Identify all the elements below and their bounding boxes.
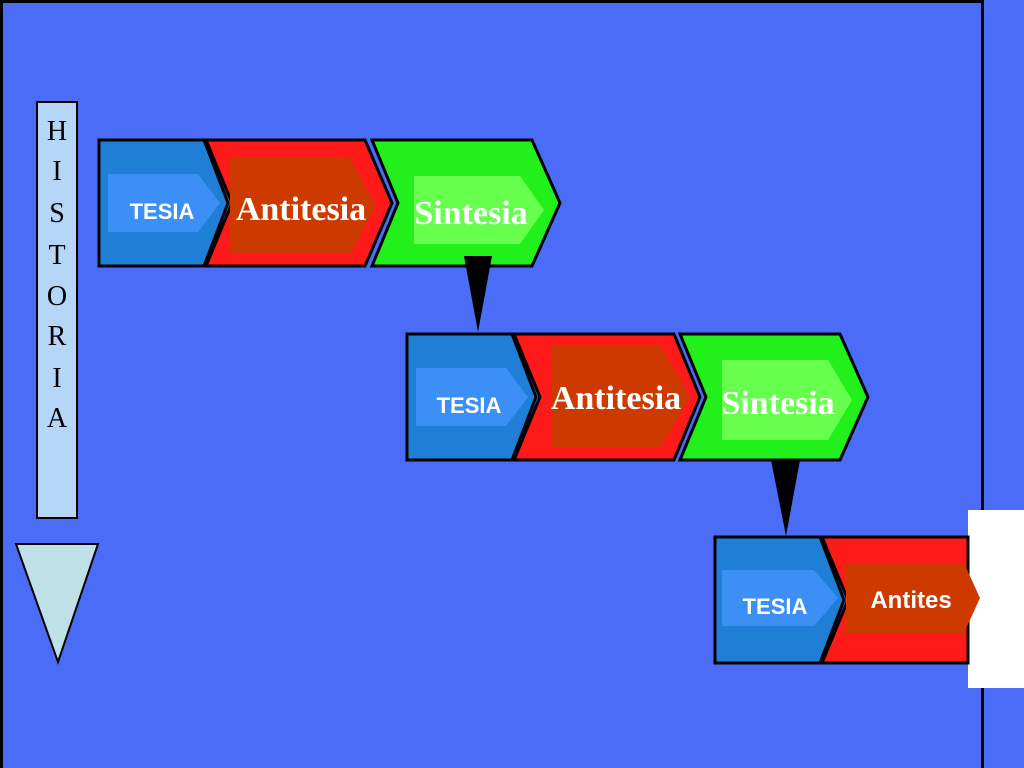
dialectic-row-3: TESIA Antites (713, 535, 980, 665)
antitesia-chevron-inner (230, 158, 376, 254)
down-connector-arrow (464, 256, 492, 332)
slide-frame (0, 0, 984, 768)
historia-letter: I (52, 363, 61, 394)
historia-letter: O (47, 281, 67, 312)
tesia-chevron-inner (108, 174, 220, 232)
down-connector-arrow (771, 460, 800, 536)
dialectic-row-2: TESIA Antitesia Sintesia (405, 332, 870, 462)
historia-letter: A (47, 403, 68, 434)
antitesia-label: Antitesia (236, 191, 366, 228)
tesia-label: TESIA (743, 594, 808, 619)
tesia-chevron-inner (416, 368, 528, 426)
historia-letter: T (48, 240, 65, 271)
historia-letter: I (52, 156, 61, 187)
tesia-chevron-inner (722, 570, 838, 626)
dialectic-row-1: TESIA Antitesia Sintesia (97, 138, 562, 268)
sintesia-label: Sintesia (414, 195, 527, 232)
historia-arrow-head (14, 543, 100, 666)
antitesia-label: Antites (870, 587, 951, 614)
historia-letter: H (47, 116, 67, 147)
sintesia-chevron-inner (414, 176, 544, 244)
tesia-label: TESIA (437, 393, 502, 418)
antitesia-chevron-inner (846, 563, 980, 633)
sintesia-label: Sintesia (721, 385, 834, 422)
antitesia-label: Antitesia (551, 380, 681, 417)
historia-arrow: H I S T O R I A (14, 101, 100, 666)
tesia-label: TESIA (130, 199, 195, 224)
sintesia-chevron-inner (722, 360, 852, 440)
historia-letter: S (49, 198, 65, 229)
antitesia-chevron-inner (552, 345, 690, 448)
historia-letter: R (48, 321, 67, 352)
historia-arrow-shaft (36, 101, 78, 519)
